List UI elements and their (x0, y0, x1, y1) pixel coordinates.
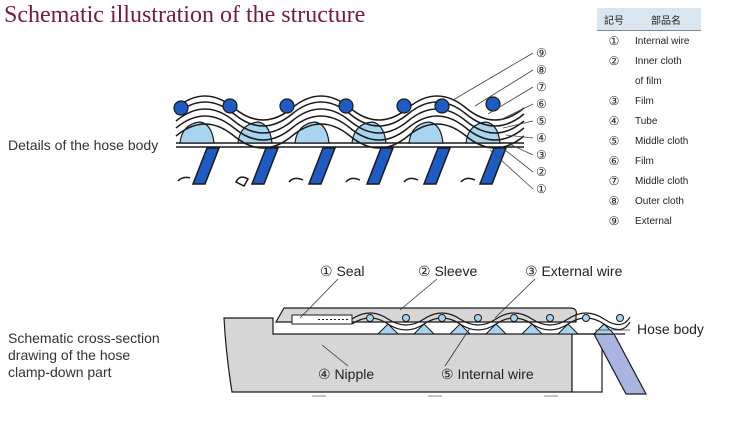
external-wire-dots (173, 96, 501, 116)
bottom-leader-lines (299, 278, 630, 367)
internal-wire-helix (177, 147, 508, 187)
legend-row-num: ⑥ (608, 154, 620, 168)
callout-external-wire: ③ External wire (525, 263, 623, 279)
callout-sleeve: ② Sleeve (418, 263, 477, 279)
callout-8: ⑧ (536, 63, 547, 77)
legend-row-name: Film (635, 95, 654, 107)
legend-row-num: ③ (608, 94, 620, 108)
callout-1: ① (536, 182, 547, 196)
callout-5: ⑤ (536, 114, 547, 128)
nipple (223, 317, 573, 393)
cross-section-label-line2: drawing of the hose (8, 347, 131, 363)
legend-row-num: ④ (608, 114, 620, 128)
top-leader-lines (452, 52, 534, 190)
legend-header-symbol: 記号 (597, 8, 631, 31)
legend-row: ② Inner cloth (597, 51, 701, 71)
callout-nipple: ④ Nipple (318, 366, 374, 382)
legend-row-num: ⑤ (608, 134, 620, 148)
legend-row-name: Middle cloth (635, 135, 689, 147)
legend-row-num: ⑦ (608, 174, 620, 188)
hose-body-end (571, 333, 603, 393)
hose-body-label: Hose body (637, 321, 704, 337)
legend-row-name: Middle cloth (635, 175, 689, 187)
legend-row: ⑨ External (597, 211, 701, 231)
cross-section-label: Schematic cross-section drawing of the h… (8, 330, 160, 381)
legend-row-name: Inner cloth (635, 55, 682, 67)
legend-row-name: Tube (635, 115, 658, 127)
cross-section-label-line3: clamp-down part (8, 364, 112, 380)
legend-header-name: 部品名 (631, 8, 701, 31)
legend-row-num: ② (608, 54, 620, 68)
legend-row: ④ Tube (597, 111, 701, 131)
callout-6: ⑥ (536, 97, 547, 111)
legend-row-num: ⑧ (608, 194, 620, 208)
callout-4: ④ (536, 131, 547, 145)
legend-row-num: ① (597, 30, 631, 51)
internal-wire-sections (376, 323, 616, 335)
legend-row-name: Film (635, 155, 654, 167)
cross-section-label-line1: Schematic cross-section (8, 330, 160, 346)
legend-row: ③ Film (597, 91, 701, 111)
callout-2: ② (536, 165, 547, 179)
legend-row: of film (597, 71, 701, 91)
legend-row: ⑦ Middle cloth (597, 171, 701, 191)
page-title: Schematic illustration of the structure (4, 2, 366, 28)
legend-row-name: External (635, 215, 672, 227)
callout-3: ③ (536, 148, 547, 162)
film-bumps (179, 121, 501, 144)
legend-row: ⑥ Film (597, 151, 701, 171)
external-wire-sections (366, 314, 624, 322)
outer-wavy-layer (351, 312, 631, 326)
callout-internal-wire: ⑤ Internal wire (441, 366, 534, 382)
legend-row-name: of film (635, 75, 662, 87)
clamp-cross-section-diagram: ① Seal ② Sleeve ③ External wire ④ Nipple… (223, 263, 704, 397)
callout-seal: ① Seal (320, 263, 364, 279)
legend-row-num: ⑨ (608, 214, 620, 228)
legend-row: ⑤ Middle cloth (597, 131, 701, 151)
top-callouts: ⑨ ⑧ ⑦ ⑥ ⑤ ④ ③ ② ① (536, 46, 547, 196)
legend-row-name: Internal wire (631, 30, 701, 51)
callout-9: ⑨ (536, 46, 547, 60)
legend-row-name: Outer cloth (635, 195, 684, 207)
legend-row: ⑧ Outer cloth (597, 191, 701, 211)
callout-7: ⑦ (536, 80, 547, 94)
hose-body-details-label: Details of the hose body (8, 137, 159, 153)
